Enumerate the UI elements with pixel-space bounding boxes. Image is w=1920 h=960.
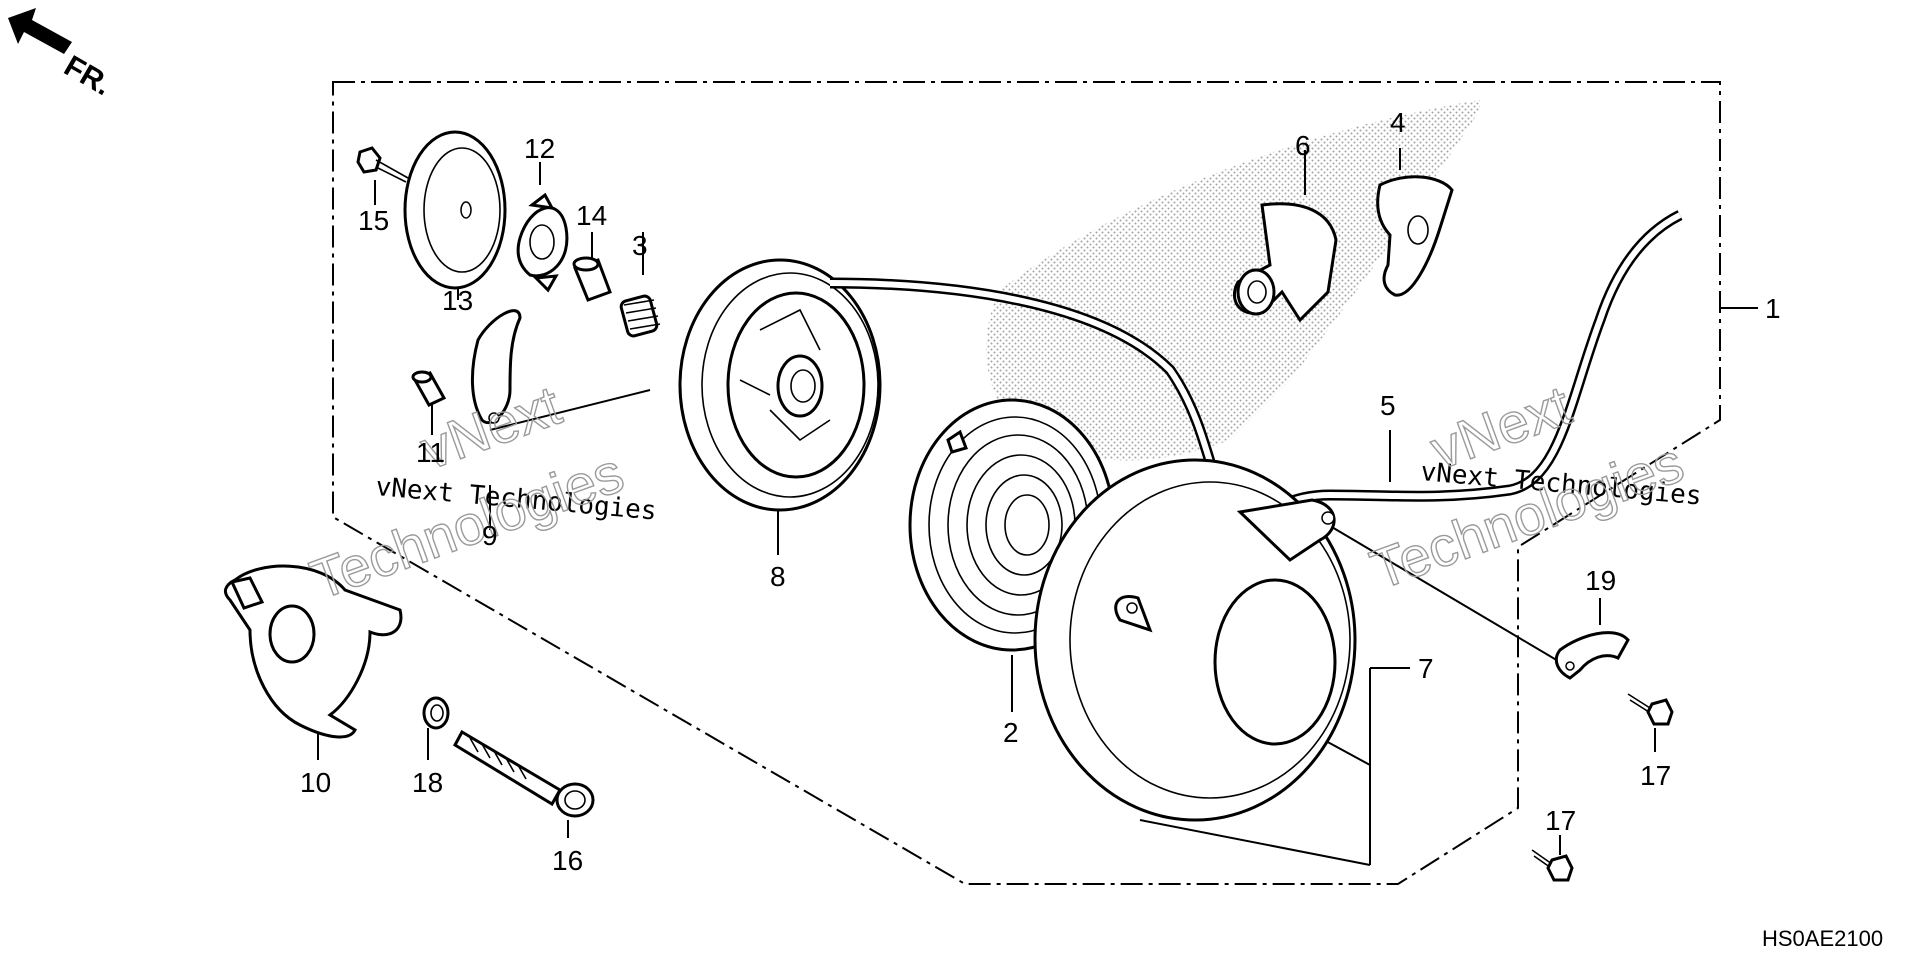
- callout-10: 10: [300, 767, 331, 798]
- flange-bolt-part-16: [453, 729, 595, 818]
- callout-18: 18: [412, 767, 443, 798]
- callout-13: 13: [442, 285, 473, 316]
- dotted-shading: [986, 100, 1480, 461]
- rope-reel-part: [678, 258, 882, 512]
- assembly-boundary: [332, 81, 1721, 885]
- callout-16: 16: [552, 845, 583, 876]
- pin-part: [411, 370, 447, 407]
- starter-case-part: [1033, 458, 1357, 822]
- small-spring-part: [619, 294, 661, 338]
- diagram-code: HS0AE2100: [1762, 926, 1883, 951]
- front-direction-label: FR.: [59, 49, 117, 102]
- callout-12: 12: [524, 133, 555, 164]
- callout-9: 9: [482, 520, 498, 551]
- callout-4: 4: [1390, 107, 1406, 138]
- ratchet-pawl-part: [470, 309, 522, 424]
- callout-14: 14: [576, 200, 607, 231]
- callout-17-bottom: 17: [1545, 805, 1576, 836]
- callout-11: 11: [416, 437, 445, 468]
- callout-7: 7: [1418, 653, 1434, 684]
- rope-guide-part: [1554, 631, 1630, 680]
- collar-part: [572, 256, 612, 302]
- callout-labels: 1 2 3 4 5 6 7 8 9 10 11 12 13 14 15 16 1…: [300, 107, 1781, 876]
- callout-19: 19: [1585, 565, 1616, 596]
- front-direction-arrow: FR.: [8, 8, 117, 102]
- washer-plate-part: [403, 130, 507, 290]
- starter-handle-part: [1232, 202, 1338, 323]
- bolt-part-15: [356, 146, 409, 183]
- handle-insert-part: [1376, 175, 1454, 297]
- bolt-part-17-bottom: [1531, 849, 1574, 882]
- callout-1: 1: [1765, 293, 1781, 324]
- callout-6: 6: [1295, 130, 1311, 161]
- watermark-outline-right-b: Technologies: [1363, 430, 1692, 601]
- callout-15: 15: [358, 205, 389, 236]
- starter-rope-part: [829, 210, 1683, 549]
- ratchet-guide-part: [516, 192, 569, 293]
- callout-2: 2: [1003, 717, 1019, 748]
- callout-8: 8: [770, 561, 786, 592]
- washer-part-18: [422, 696, 450, 730]
- callout-3: 3: [632, 230, 648, 261]
- starter-pulley-part: [223, 564, 403, 739]
- callout-17-right: 17: [1640, 760, 1671, 791]
- callout-5: 5: [1380, 390, 1396, 421]
- bolt-part-17-right: [1627, 693, 1674, 726]
